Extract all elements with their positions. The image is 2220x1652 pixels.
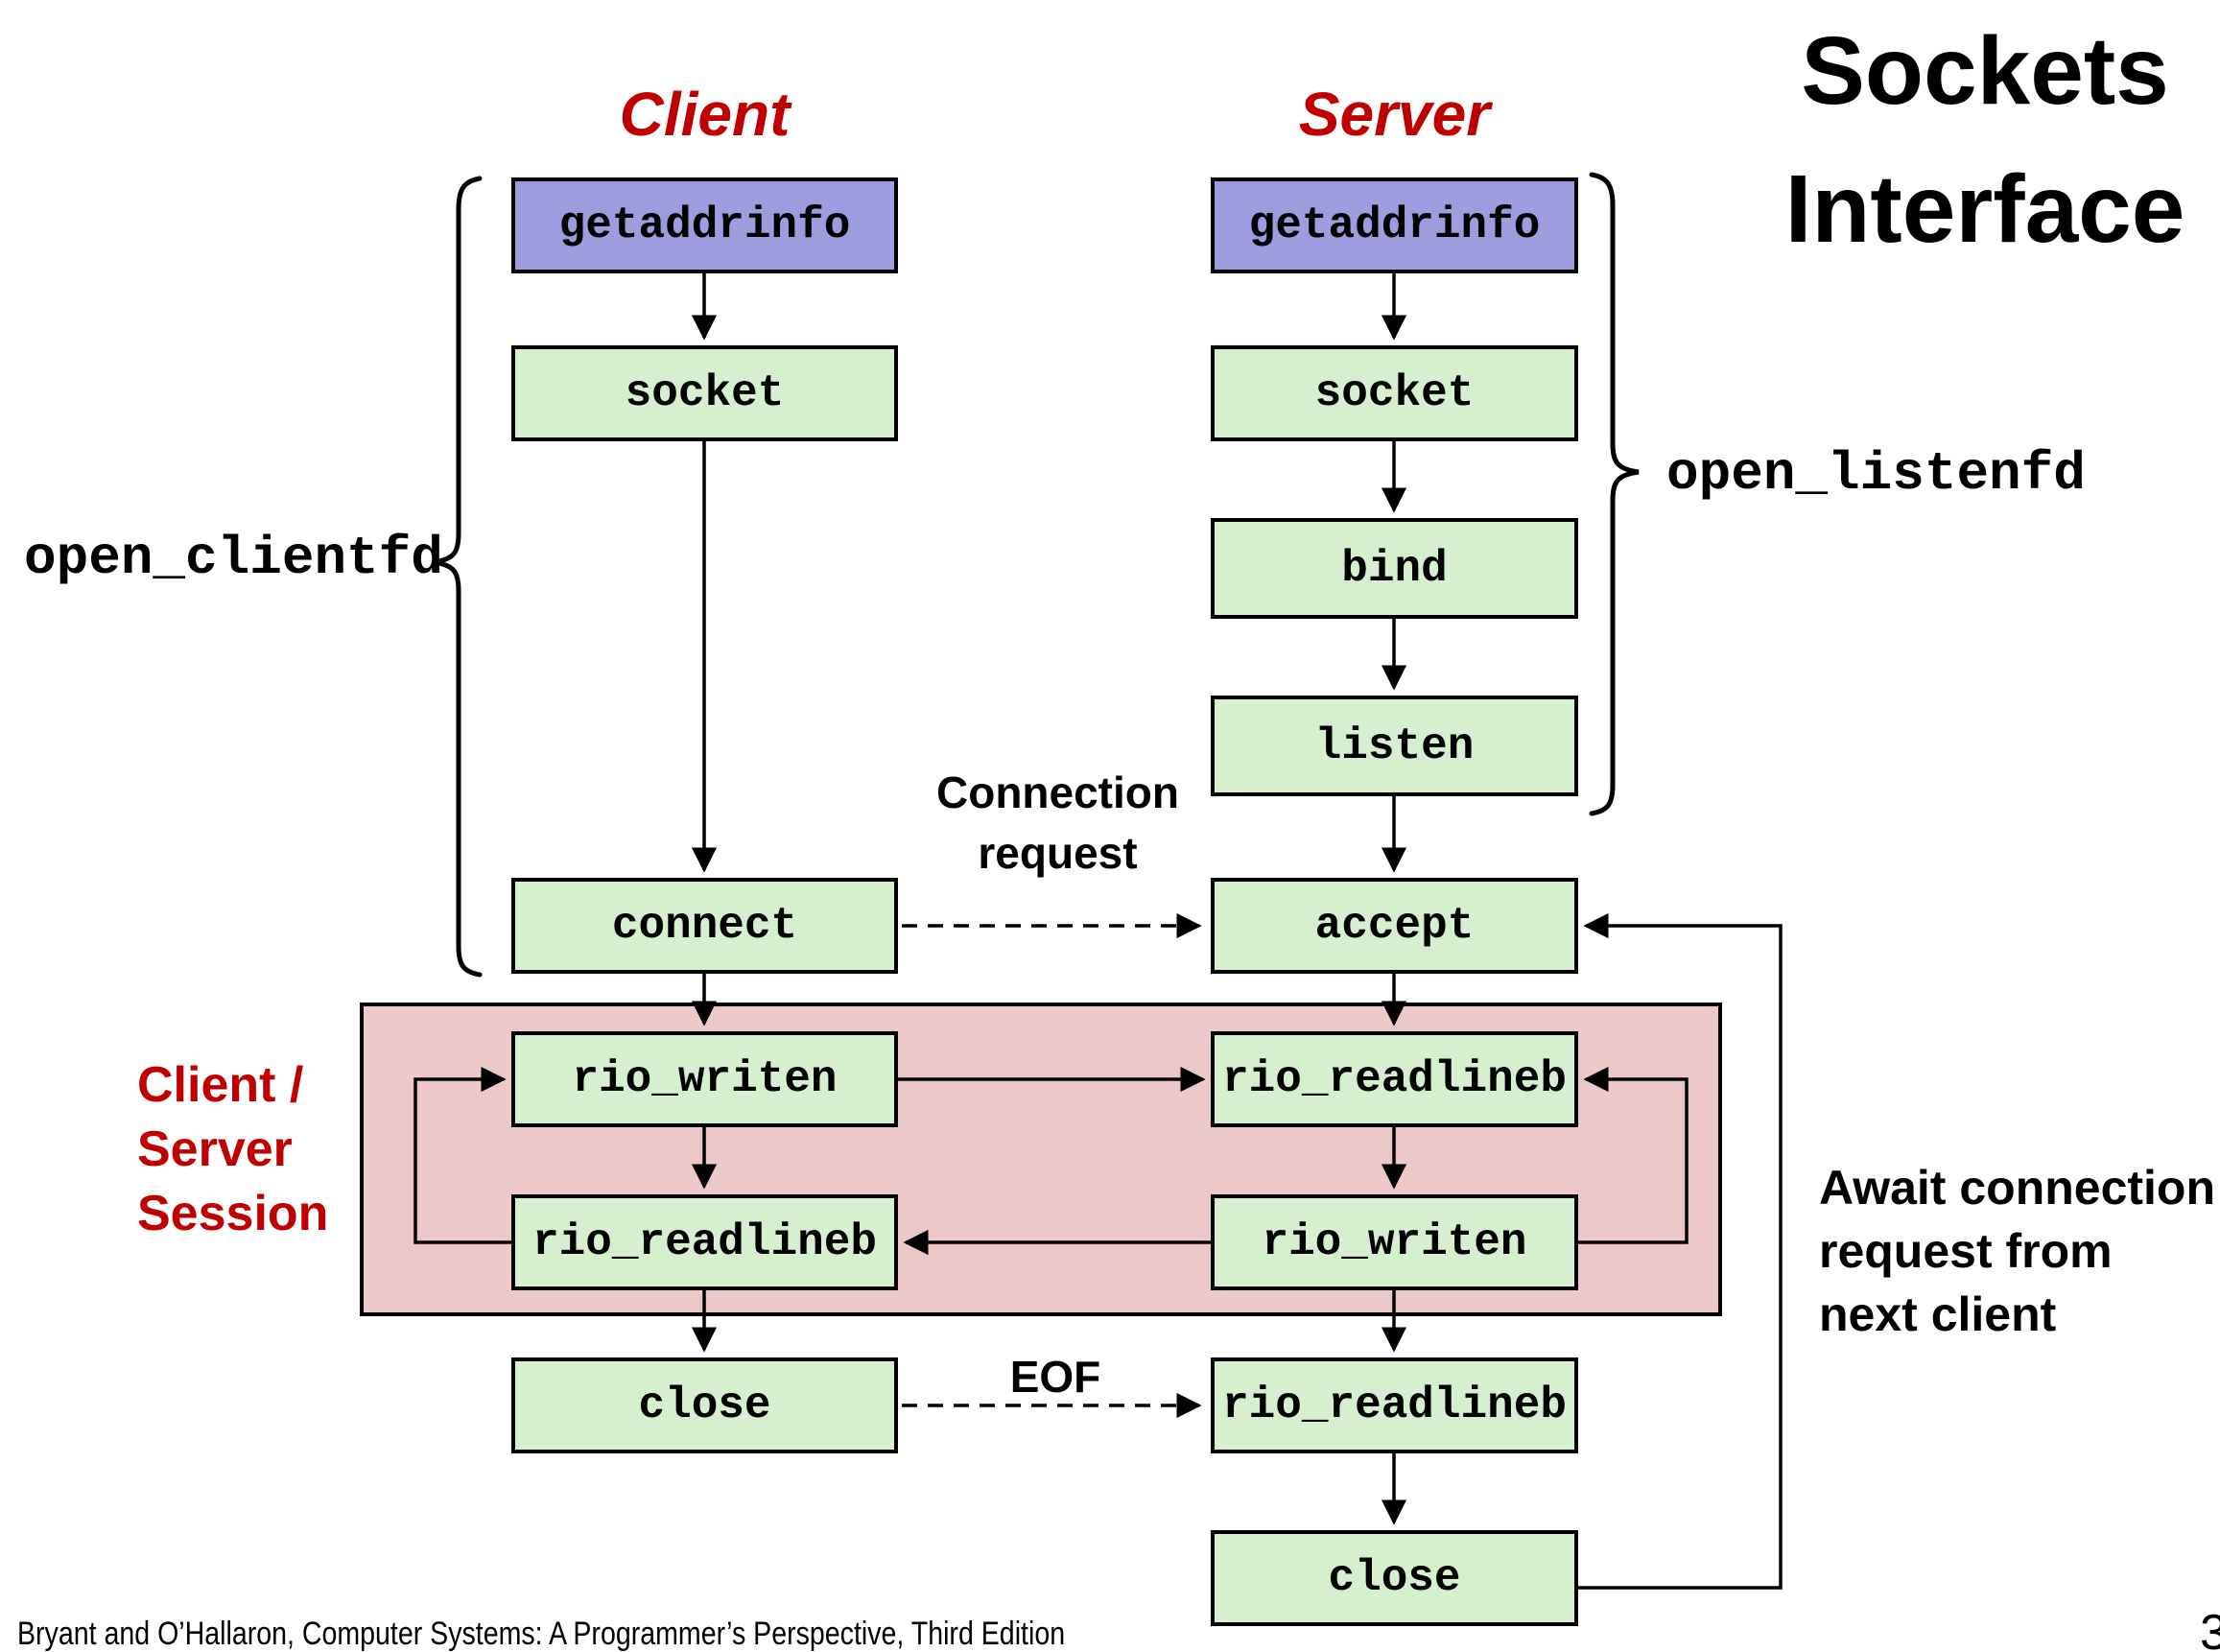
await-next-client-feedback-line (1578, 912, 1783, 1590)
await-connection-label: Await connection request from next clien… (1819, 1156, 2215, 1346)
server-box-socket: socket (1211, 345, 1578, 441)
client-box-rio-writen-label: rio_writen (572, 1054, 838, 1104)
await-label-line1: Await connection (1819, 1161, 2216, 1215)
server-box-accept: accept (1211, 878, 1578, 974)
eof-label: EOF (1009, 1352, 1101, 1402)
server-box-rio-readlineb-2-label: rio_readlineb (1222, 1381, 1567, 1430)
client-heading: Client (619, 80, 791, 149)
server-box-bind: bind (1211, 518, 1578, 619)
attribution-footer: Bryant and O’Hallaron, Computer Systems:… (17, 1616, 1066, 1652)
session-label-line3: Session (137, 1186, 329, 1241)
connection-request-line2: request (978, 828, 1138, 878)
server-session-loop-line (1578, 1066, 1689, 1244)
slide-title-line1: Sockets (1801, 17, 2169, 125)
client-box-connect-label: connect (611, 901, 798, 951)
server-box-rio-writen: rio_writen (1211, 1194, 1578, 1290)
open-clientfd-label: open_clientfd (24, 528, 443, 589)
client-box-rio-readlineb-label: rio_readlineb (532, 1217, 877, 1267)
server-box-rio-readlineb: rio_readlineb (1211, 1031, 1578, 1127)
server-box-socket-label: socket (1314, 368, 1475, 418)
open-listenfd-label: open_listenfd (1666, 443, 2086, 505)
slide-title: Sockets Interface (1756, 2, 2214, 278)
client-box-close-label: close (638, 1381, 771, 1430)
client-box-connect: connect (511, 878, 898, 974)
server-box-listen: listen (1211, 696, 1578, 796)
client-box-close: close (511, 1357, 898, 1453)
await-label-line3: next client (1819, 1287, 2057, 1341)
server-box-rio-writen-label: rio_writen (1262, 1217, 1527, 1267)
connection-request-label: Connection request (892, 763, 1223, 884)
client-box-socket: socket (511, 345, 898, 441)
server-box-accept-label: accept (1314, 901, 1475, 951)
server-box-getaddrinfo-label: getaddrinfo (1248, 201, 1541, 250)
connection-request-line1: Connection (936, 767, 1179, 817)
await-label-line2: request from (1819, 1224, 2113, 1278)
server-box-bind-label: bind (1341, 543, 1448, 594)
server-box-rio-readlineb-label: rio_readlineb (1222, 1054, 1567, 1104)
server-box-listen-label: listen (1314, 720, 1475, 771)
open-clientfd-brace (433, 176, 483, 978)
client-box-getaddrinfo-label: getaddrinfo (558, 201, 851, 250)
page-number: 3 (2200, 1605, 2220, 1652)
client-box-rio-writen: rio_writen (511, 1031, 898, 1127)
client-session-loop-line (413, 1066, 511, 1244)
client-box-rio-readlineb: rio_readlineb (511, 1194, 898, 1290)
server-box-rio-readlineb-2: rio_readlineb (1211, 1357, 1578, 1453)
server-heading: Server (1298, 80, 1491, 149)
session-label-line1: Client / (137, 1057, 304, 1113)
client-server-session-label: Client / Server Session (137, 1053, 328, 1246)
server-box-getaddrinfo: getaddrinfo (1211, 177, 1578, 273)
session-label-line2: Server (137, 1121, 293, 1177)
slide-title-line2: Interface (1784, 155, 2185, 263)
server-box-close: close (1211, 1530, 1578, 1626)
server-box-close-label: close (1328, 1553, 1461, 1603)
client-box-socket-label: socket (625, 368, 785, 418)
open-listenfd-brace (1589, 172, 1640, 816)
client-box-getaddrinfo: getaddrinfo (511, 177, 898, 273)
